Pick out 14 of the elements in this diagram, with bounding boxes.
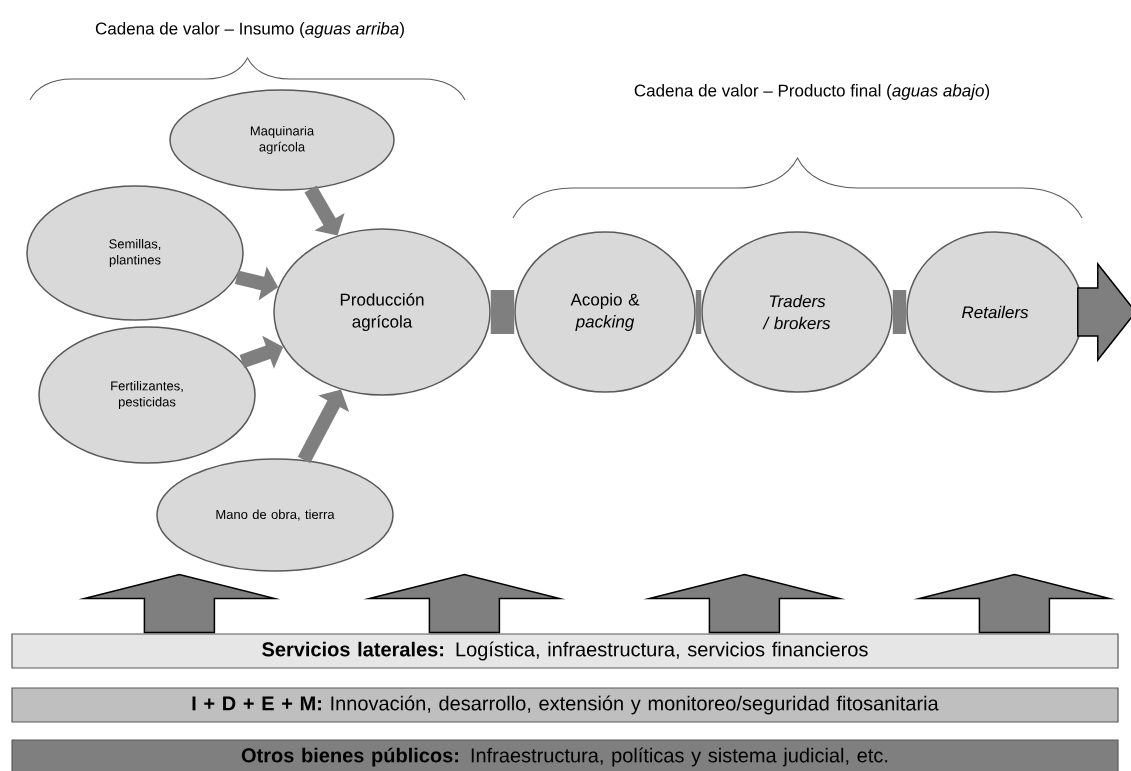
up-arrow — [78, 573, 281, 634]
service-band: I + D + E + M: Innovación, desarrollo, extensión y monitoreo/seguridad fitosanitaria — [11, 687, 1119, 723]
service-band: Servicios laterales: Logística, infraestructura, servicios financieros — [11, 633, 1119, 669]
flow-bar — [695, 290, 702, 334]
heading: Cadena de valor – Producto final (aguas abajo) — [634, 84, 990, 100]
up-arrow — [643, 573, 846, 634]
up-arrow — [913, 573, 1116, 634]
flow-bar — [490, 290, 515, 334]
block-arrow — [304, 185, 345, 236]
flow-arrow-head — [1077, 261, 1131, 363]
flow-bar — [892, 290, 907, 334]
heading: Cadena de valor – Insumo (aguas arriba) — [95, 22, 404, 38]
service-band: Otros bienes públicos: Infraestructura, políticas y sistema judicial, etc. — [11, 739, 1119, 771]
up-arrow — [363, 573, 566, 634]
